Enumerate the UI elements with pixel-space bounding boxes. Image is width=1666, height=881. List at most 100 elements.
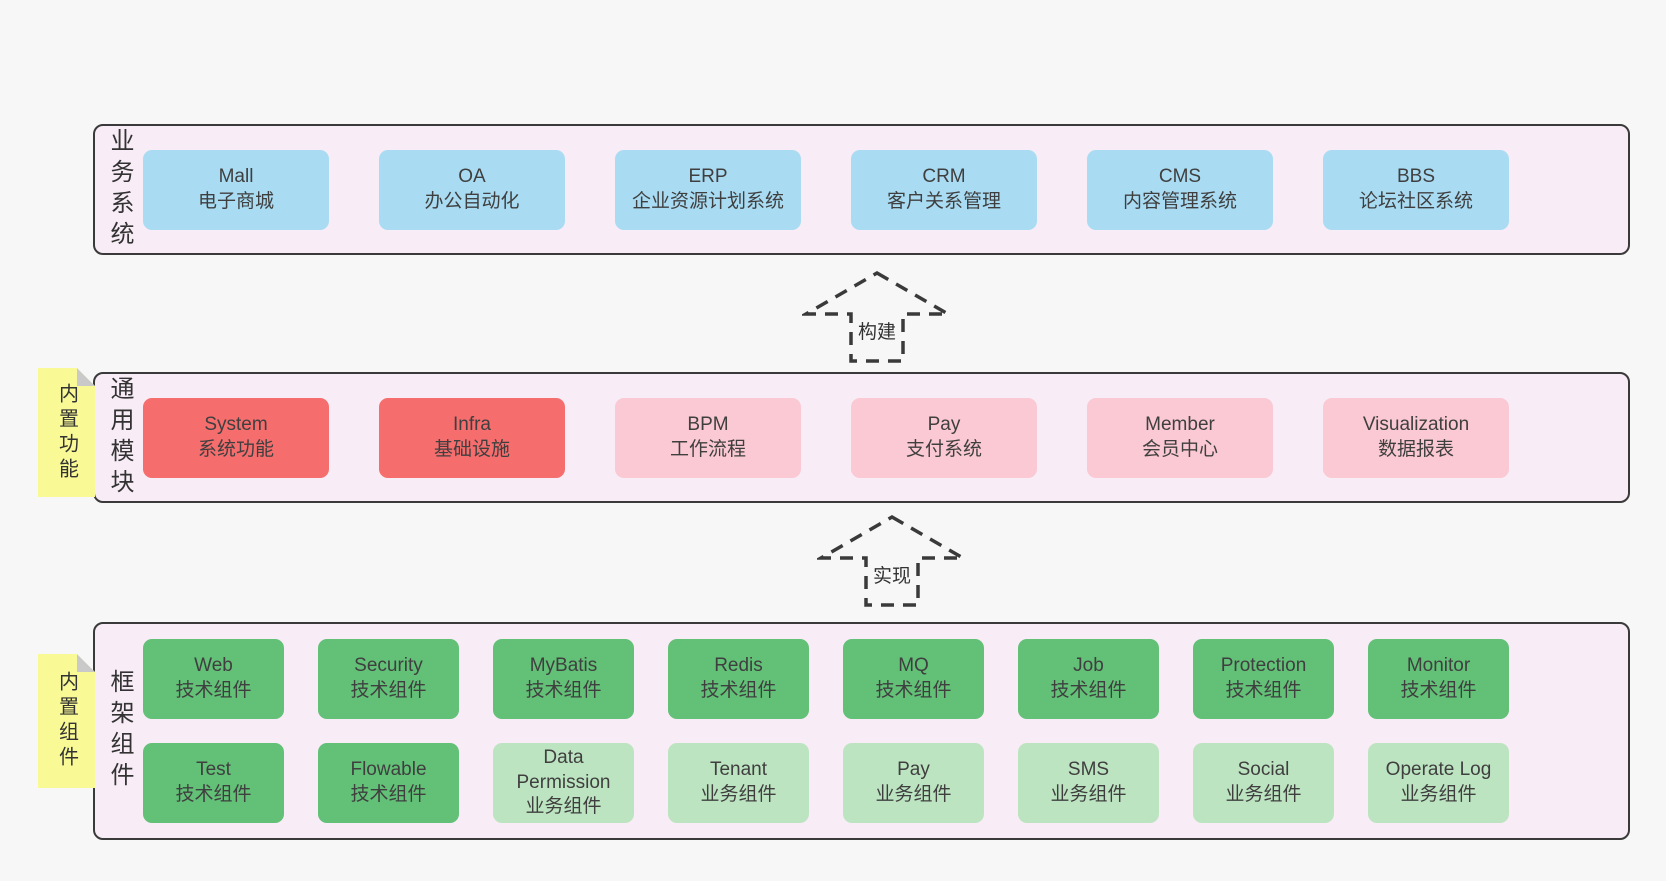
- box-subtitle: 业务组件: [875, 784, 952, 805]
- box-pay-biz: Pay 业务组件: [843, 743, 984, 823]
- sticky-note-built-in-features: 内置功能: [38, 368, 95, 497]
- box-subtitle: 办公自动化: [424, 190, 520, 212]
- box-title: Social: [1237, 759, 1290, 781]
- box-title: OA: [458, 165, 486, 187]
- box-title: Test: [196, 759, 231, 781]
- box-subtitle: 技术组件: [350, 784, 427, 805]
- arrow-implement: 实现: [817, 514, 967, 608]
- box-subtitle: 客户关系管理: [886, 190, 1001, 212]
- box-cms: CMS 内容管理系统: [1087, 149, 1273, 230]
- box-title: SMS: [1067, 759, 1110, 781]
- box-title: Tenant: [709, 759, 768, 781]
- box-subtitle: 技术组件: [1400, 680, 1477, 701]
- box-title: Pay: [897, 759, 930, 781]
- box-title: Job: [1073, 655, 1104, 677]
- box-test: Test 技术组件: [143, 743, 284, 823]
- arrow-implement-label: 实现: [869, 561, 915, 588]
- framework-components-boxes: Web 技术组件 Security 技术组件 MyBatis 技术组件 Redi…: [131, 624, 1628, 838]
- box-title: Member: [1145, 413, 1215, 435]
- band-label-framework-components: 框架组件: [106, 669, 133, 793]
- box-title: Protection: [1220, 655, 1307, 677]
- box-sms: SMS 业务组件: [1018, 743, 1159, 823]
- arrow-build: 构建: [802, 270, 952, 364]
- box-bpm: BPM 工作流程: [615, 397, 801, 478]
- box-subtitle: 技术组件: [1225, 680, 1302, 701]
- box-mq: MQ 技术组件: [843, 639, 984, 719]
- box-subtitle: 技术组件: [175, 784, 252, 805]
- business-systems-boxes: Mall 电子商城 OA 办公自动化 ERP 企业资源计划系统 CRM 客户关系…: [131, 126, 1628, 253]
- box-subtitle: 业务组件: [1050, 784, 1127, 805]
- box-tenant: Tenant 业务组件: [668, 743, 809, 823]
- box-bbs: BBS 论坛社区系统: [1323, 149, 1509, 230]
- box-title: System: [204, 413, 268, 435]
- box-infra: Infra 基础设施: [379, 397, 565, 478]
- box-title: ERP: [688, 165, 728, 187]
- box-title: Redis: [714, 655, 763, 677]
- box-mybatis: MyBatis 技术组件: [493, 639, 634, 719]
- box-operate-log: Operate Log 业务组件: [1368, 743, 1509, 823]
- box-pay: Pay 支付系统: [851, 397, 1037, 478]
- box-title: Pay: [927, 413, 961, 435]
- box-title: Security: [354, 655, 423, 677]
- box-title: Flowable: [350, 759, 427, 781]
- box-social: Social 业务组件: [1193, 743, 1334, 823]
- box-job: Job 技术组件: [1018, 639, 1159, 719]
- box-row: Mall 电子商城 OA 办公自动化 ERP 企业资源计划系统 CRM 客户关系…: [143, 149, 1510, 230]
- box-subtitle: 技术组件: [175, 680, 252, 701]
- box-title: Monitor: [1406, 655, 1471, 677]
- box-subtitle: 技术组件: [350, 680, 427, 701]
- box-subtitle: 技术组件: [525, 680, 602, 701]
- box-subtitle: 系统功能: [197, 438, 274, 460]
- box-oa: OA 办公自动化: [379, 149, 565, 230]
- box-protection: Protection 技术组件: [1193, 639, 1334, 719]
- sticky-note-built-in-components: 内置组件: [38, 654, 95, 788]
- box-subtitle: 电子商城: [197, 190, 274, 212]
- box-erp: ERP 企业资源计划系统: [615, 149, 801, 230]
- band-framework-components: 框架组件 Web 技术组件 Security 技术组件 MyBatis 技术组件…: [93, 622, 1630, 840]
- box-security: Security 技术组件: [318, 639, 459, 719]
- box-row: Web 技术组件 Security 技术组件 MyBatis 技术组件 Redi…: [143, 639, 1510, 719]
- box-monitor: Monitor 技术组件: [1368, 639, 1509, 719]
- box-subtitle: 业务组件: [525, 796, 602, 818]
- box-crm: CRM 客户关系管理: [851, 149, 1037, 230]
- common-modules-boxes: System 系统功能 Infra 基础设施 BPM 工作流程 Pay 支付系统…: [131, 374, 1628, 501]
- box-subtitle: 数据报表: [1377, 438, 1454, 460]
- box-row: System 系统功能 Infra 基础设施 BPM 工作流程 Pay 支付系统…: [143, 397, 1510, 478]
- box-title: BBS: [1396, 165, 1436, 187]
- box-title: Data Permission: [516, 746, 611, 793]
- band-business-systems: 业务系统 Mall 电子商城 OA 办公自动化 ERP 企业资源计划系统 CRM…: [93, 124, 1630, 255]
- box-visualization: Visualization 数据报表: [1323, 397, 1509, 478]
- box-flowable: Flowable 技术组件: [318, 743, 459, 823]
- box-subtitle: 业务组件: [1400, 784, 1477, 805]
- box-subtitle: 业务组件: [700, 784, 777, 805]
- box-subtitle: 支付系统: [905, 438, 982, 460]
- box-title: Mall: [218, 165, 254, 187]
- box-title: Operate Log: [1385, 759, 1492, 781]
- box-title: Infra: [452, 413, 492, 435]
- box-system: System 系统功能: [143, 397, 329, 478]
- band-common-modules: 通用模块 System 系统功能 Infra 基础设施 BPM 工作流程 Pay…: [93, 372, 1630, 503]
- box-subtitle: 基础设施: [433, 438, 510, 460]
- box-mall: Mall 电子商城: [143, 149, 329, 230]
- band-label-business-systems: 业务系统: [106, 127, 133, 252]
- box-title: BPM: [687, 413, 729, 435]
- box-member: Member 会员中心: [1087, 397, 1273, 478]
- box-title: MyBatis: [529, 655, 598, 677]
- arrow-up-icon: [802, 270, 952, 363]
- box-data-permission: Data Permission 业务组件: [493, 743, 634, 823]
- box-subtitle: 技术组件: [875, 680, 952, 701]
- box-web: Web 技术组件: [143, 639, 284, 719]
- box-subtitle: 业务组件: [1225, 784, 1302, 805]
- box-subtitle: 工作流程: [669, 438, 746, 460]
- box-row: Test 技术组件 Flowable 技术组件 Data Permission …: [143, 743, 1510, 823]
- box-title: Visualization: [1362, 413, 1470, 435]
- arrow-build-label: 构建: [854, 317, 900, 344]
- band-label-common-modules: 通用模块: [106, 375, 133, 500]
- box-subtitle: 会员中心: [1141, 438, 1218, 460]
- box-subtitle: 论坛社区系统: [1358, 190, 1473, 212]
- box-subtitle: 技术组件: [700, 680, 777, 701]
- box-title: CRM: [922, 165, 966, 187]
- sticky-note-label: 内置功能: [55, 382, 78, 483]
- box-title: Web: [194, 655, 233, 677]
- box-subtitle: 企业资源计划系统: [631, 190, 784, 212]
